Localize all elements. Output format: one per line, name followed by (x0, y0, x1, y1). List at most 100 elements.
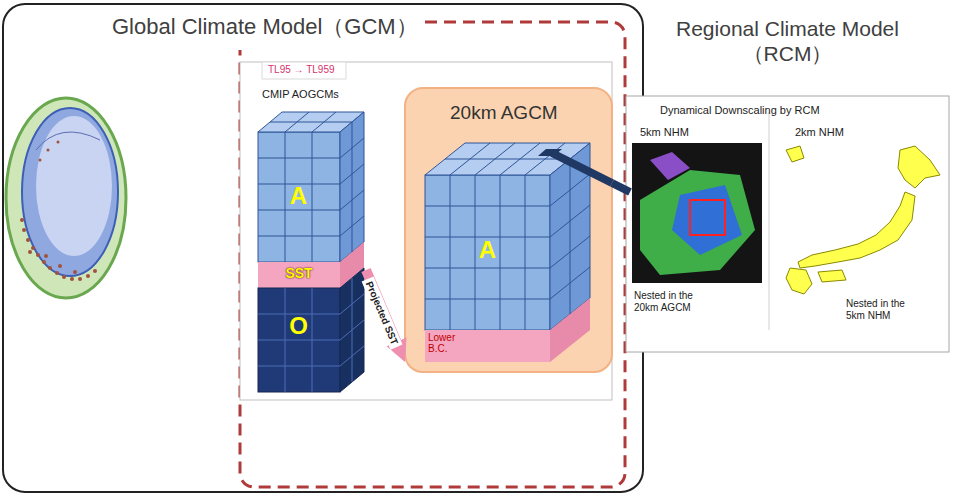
text-slot: A (285, 182, 312, 210)
art-circle (26, 238, 30, 242)
map-box: 2km NHM Nested in the 5km NHM (772, 124, 946, 330)
text-slot: 2km NHM (795, 126, 895, 139)
art-line (258, 158, 340, 159)
agcm-box: 20km AGCM A Lower B.C. (405, 88, 612, 372)
art-circle (39, 159, 42, 162)
island (818, 270, 846, 282)
rcm-panel (626, 96, 949, 352)
model-panel (240, 62, 612, 400)
model-name: CMIP AOGCMs (262, 88, 362, 101)
map-ground (632, 143, 762, 283)
text-slot: SST (274, 265, 324, 281)
art-circle (58, 264, 62, 268)
resolution-tab (262, 62, 346, 79)
art-circle (44, 254, 48, 258)
art-line (425, 299, 550, 300)
art-line (425, 268, 550, 269)
text-slot: CMIP AOGCMs (262, 88, 362, 101)
text-slot: Lower B.C. (428, 332, 468, 354)
island (786, 146, 804, 162)
ocean-grid (258, 278, 364, 392)
text-slot: O (285, 312, 312, 340)
nhm-5km-map (632, 143, 762, 283)
map-box: 5km NHM Nested in the 20km AGCM (630, 124, 766, 330)
art-circle (70, 277, 74, 281)
atmosphere-layer (258, 132, 340, 262)
art-circle (57, 141, 60, 144)
art-circle (62, 275, 66, 279)
text-slot: 20km AGCM (450, 102, 605, 125)
text-slot: TL95 → TL959 (268, 64, 346, 76)
art-line (475, 175, 476, 330)
art-circle (48, 266, 52, 270)
map-land (640, 170, 755, 275)
text-slot: Global Climate Model（GCM） (112, 14, 417, 40)
art-line (352, 278, 353, 382)
art-circle (31, 246, 35, 250)
layer-letter: O (285, 312, 312, 340)
art-circle (93, 269, 97, 273)
cmip-cube (258, 112, 364, 392)
art-line (258, 340, 340, 341)
map-caption: Nested in the 5km NHM (846, 298, 926, 321)
art-circle (36, 253, 40, 257)
art-line (450, 175, 451, 330)
model-title: Global Climate Model（GCM） (112, 14, 417, 40)
art-line (285, 132, 286, 262)
art-line (258, 210, 340, 211)
art-circle (22, 228, 26, 232)
boundary-layer (425, 330, 550, 362)
art-line (425, 206, 550, 207)
map-zone (650, 152, 690, 180)
map-caption: Nested in the 20km AGCM (634, 290, 714, 313)
art-circle (28, 250, 32, 254)
cube-box: CMIP AOGCMsA SST O (252, 84, 366, 396)
globe-body (22, 108, 118, 276)
model-frame: Global Climate Model（GCM） CMIP AOGCMsA SST… (3, 4, 645, 493)
gcm-frame (3, 4, 643, 492)
art-line (270, 122, 352, 123)
boundary-label: Lower B.C. (428, 332, 468, 354)
island (786, 268, 812, 294)
layer-letter: A (475, 236, 500, 264)
globe-core (36, 116, 112, 256)
layer-letter: A (285, 182, 312, 210)
art-line (525, 175, 526, 330)
nest-beam (552, 153, 612, 183)
text-slot: Nested in the 5km NHM (846, 298, 926, 321)
map-sea (672, 185, 742, 255)
text-slot: Nested in the 20km AGCM (634, 290, 714, 313)
art-line (352, 122, 353, 252)
text-slot: 5km NHM (640, 126, 740, 139)
globe-ring (6, 98, 126, 298)
model-title: Regional Climate Model （RCM） (650, 16, 925, 66)
art-circle (78, 277, 82, 281)
art-line (570, 159, 571, 314)
layer-name: SST (274, 265, 324, 281)
art-line (258, 236, 340, 237)
ocean-layer (258, 288, 340, 392)
art-line (445, 159, 570, 160)
art-circle (55, 271, 59, 275)
art-line (312, 132, 313, 262)
map-separator (769, 112, 770, 330)
island (798, 192, 915, 268)
art-circle (86, 274, 90, 278)
nest-square (690, 200, 725, 235)
globe-dots (20, 141, 97, 282)
agcm-cube (425, 143, 612, 362)
art-circle (73, 270, 77, 274)
art-line (258, 366, 340, 367)
nest-connector (612, 183, 630, 192)
agcm-box (405, 88, 612, 372)
cube-side (340, 112, 364, 262)
globe-line (36, 132, 100, 150)
art-circle (20, 218, 24, 222)
map-title: 2km NHM (795, 126, 895, 139)
resolution-note: TL95 → TL959 (268, 64, 346, 76)
rcm-panel: Regional Climate Model （RCM）Dynamical Do… (626, 96, 949, 352)
